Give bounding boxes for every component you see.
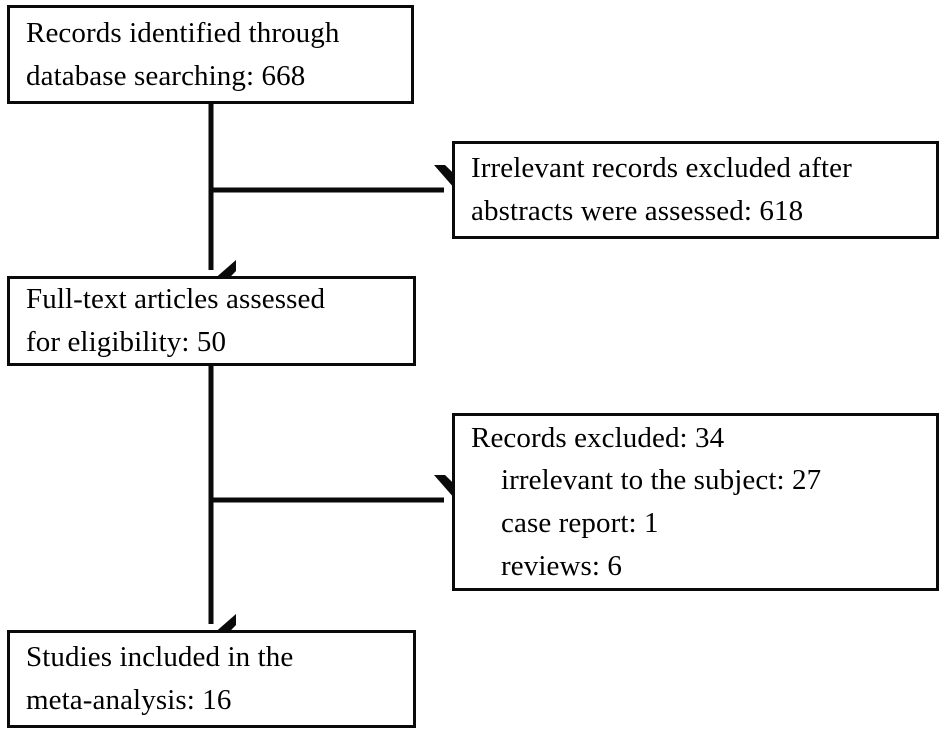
- records-excluded-reason-reviews: reviews: 6: [501, 549, 622, 582]
- records-identified-line-1: Records identified through: [26, 16, 340, 49]
- irrelevant-records-excluded-line-2: abstracts were assessed: 618: [471, 195, 804, 227]
- studies-included-box: Studies included in the meta-analysis: 1…: [7, 630, 416, 728]
- records-excluded-line-total: Records excluded: 34: [471, 421, 725, 454]
- full-text-assessed-line-2: for eligibility: 50: [26, 326, 227, 358]
- full-text-assessed-box: Full-text articles assessed for eligibil…: [7, 276, 416, 366]
- irrelevant-records-excluded-line-1: Irrelevant records excluded after: [471, 152, 852, 185]
- records-excluded-box: Records excluded: 34 irrelevant to the s…: [452, 413, 939, 591]
- full-text-assessed-line-1: Full-text articles assessed: [26, 283, 326, 316]
- records-excluded-reason-irrelevant: irrelevant to the subject: 27: [501, 464, 822, 497]
- studies-included-line-2: meta-analysis: 16: [26, 684, 232, 716]
- studies-included-line-1: Studies included in the: [26, 641, 294, 674]
- records-excluded-reason-case-report: case report: 1: [501, 507, 659, 539]
- records-identified-line-2: database searching: 668: [26, 59, 306, 92]
- irrelevant-records-excluded-box: Irrelevant records excluded after abstra…: [452, 141, 939, 239]
- records-identified-box: Records identified through database sear…: [7, 5, 414, 104]
